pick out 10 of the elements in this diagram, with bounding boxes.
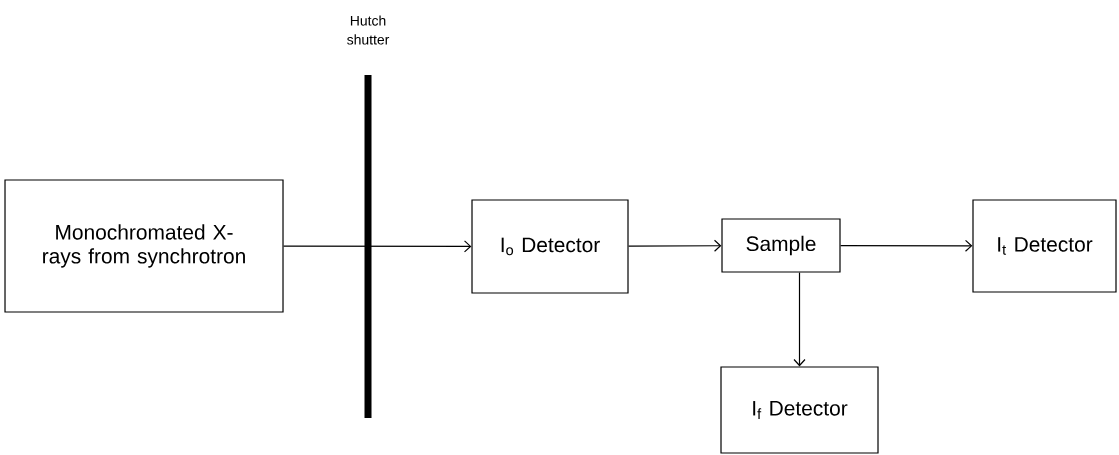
process-box: I$_{t}$ Detector <box>972 199 1117 293</box>
process-box: Monochromated X-rays from synchrotron <box>4 179 284 313</box>
arrow <box>793 272 806 367</box>
process-box: Sample <box>721 218 841 273</box>
process-box: I$_{f}$ Detector <box>720 366 879 454</box>
process-box: I$_{o}$ Detector <box>471 199 629 294</box>
arrow <box>840 239 973 252</box>
label: Hutch shutter <box>347 15 390 45</box>
arrow <box>283 240 472 253</box>
arrow <box>628 239 722 252</box>
